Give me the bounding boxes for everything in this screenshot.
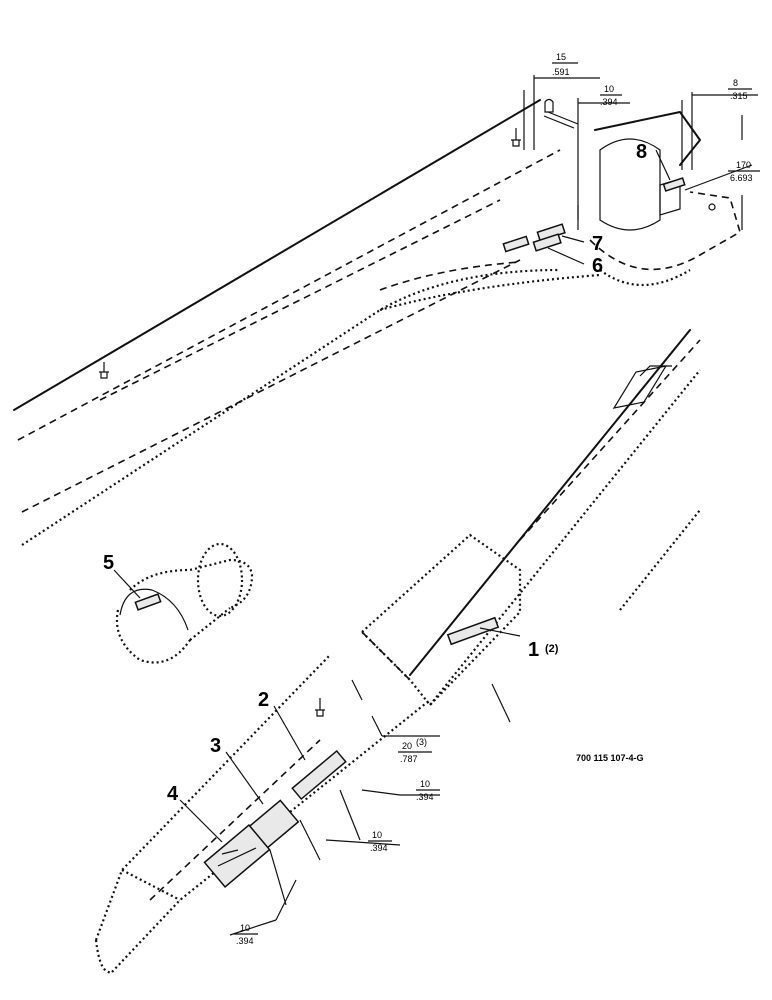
callout-1-qty: (2) [545,643,559,655]
dim-10d-in: .394 [236,936,254,946]
dim-170-in: 6.693 [730,173,753,183]
callout-3: 3 [210,735,221,757]
dim-170-mm: 170 [736,160,751,170]
callout-4: 4 [167,783,179,805]
dim-20-in: .787 [400,754,418,764]
dim-8-in: .315 [730,91,748,101]
dim-20-mm: 20 [402,741,412,751]
callout-labels: 1 (2) 2 3 4 5 6 7 8 [103,141,647,805]
callout-8: 8 [636,141,647,163]
upper-boom-assembly [13,98,741,546]
lower-boom-assembly [94,329,701,974]
lower-dimension-lines [229,679,440,936]
drive-coupler-detail [115,542,254,664]
dim-8-mm: 8 [733,78,738,88]
dim-10c-mm: 10 [372,830,382,840]
dim-10a-in: .394 [600,97,618,107]
callout-2: 2 [258,689,269,711]
drawing-reference-number: 700 115 107-4-G [576,753,644,763]
callout-1: 1 [528,639,539,661]
dim-10b-in: .394 [416,792,434,802]
dim-10b-mm: 10 [420,779,430,789]
dim-10d-mm: 10 [240,923,250,933]
callout-leaders [113,149,671,843]
dimension-labels: 15 .591 10 .394 8 .315 170 6.693 20 (3) … [234,52,760,946]
dim-10c-in: .394 [370,843,388,853]
dim-10a-mm: 10 [604,84,614,94]
callout-5: 5 [103,552,114,574]
dim-20-note: (3) [416,737,427,747]
callout-7: 7 [592,233,603,255]
dim-15-in: .591 [552,67,570,77]
upper-dimension-lines [523,75,758,230]
callout-6: 6 [592,255,603,277]
dim-15-mm: 15 [556,52,566,62]
